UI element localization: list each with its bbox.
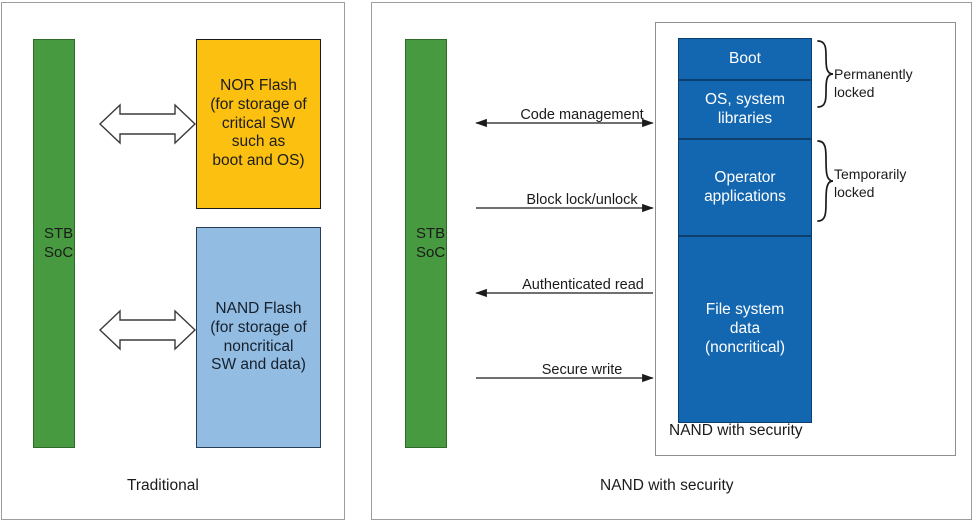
nand-line2: (for storage of bbox=[210, 318, 307, 336]
nor-line2: (for storage of bbox=[210, 95, 307, 113]
flow-label-code-management: Code management bbox=[520, 107, 644, 123]
secure-caption: NAND with security bbox=[600, 477, 734, 494]
brace-temporary-line1: Temporarily bbox=[834, 166, 907, 182]
panel-nand-with-security: STB SoC NAND with security Boot OS, syst… bbox=[371, 2, 972, 520]
flow-label-authenticated-read: Authenticated read bbox=[522, 277, 644, 293]
nand-flash-block: NAND Flash (for storage of noncritical S… bbox=[196, 227, 321, 448]
nor-line5: boot and OS) bbox=[212, 152, 305, 170]
secure-soc-line1: STB bbox=[416, 225, 446, 243]
brace-temporary-line2: locked bbox=[834, 184, 875, 201]
secure-soc-line2: SoC bbox=[416, 243, 446, 261]
brace-permanent-line2: locked bbox=[834, 84, 875, 101]
brace-label-temporarily-locked: Temporarily locked bbox=[834, 165, 906, 201]
secure-stb-soc-block: STB SoC bbox=[405, 39, 447, 448]
nand-device-label: NAND with security bbox=[669, 422, 803, 439]
segment-operator-label-line2: applications bbox=[704, 187, 786, 205]
traditional-soc-line1: STB bbox=[44, 225, 74, 243]
flow-label-secure-write: Secure write bbox=[541, 362, 623, 378]
segment-os-system-libraries: OS, system libraries bbox=[678, 80, 812, 139]
flow-label-block-lock-unlock: Block lock/unlock bbox=[526, 192, 638, 208]
segment-fs-label-line3: (noncritical) bbox=[704, 338, 786, 356]
segment-fs-label-line2: data bbox=[729, 320, 761, 338]
nand-line1: NAND Flash bbox=[215, 299, 302, 317]
traditional-caption: Traditional bbox=[127, 477, 199, 494]
segment-operator-label-line1: Operator bbox=[714, 168, 776, 186]
nor-line1: NOR Flash bbox=[220, 76, 297, 94]
nor-line4: such as bbox=[231, 133, 286, 151]
segment-os-label-line2: libraries bbox=[717, 109, 773, 127]
segment-boot: Boot bbox=[678, 38, 812, 80]
brace-label-permanently-locked: Permanently locked bbox=[834, 65, 913, 101]
nor-flash-block: NOR Flash (for storage of critical SW su… bbox=[196, 39, 321, 209]
nand-line3: noncritical bbox=[223, 337, 294, 355]
traditional-soc-line2: SoC bbox=[44, 243, 74, 261]
traditional-stb-soc-block: STB SoC bbox=[33, 39, 75, 448]
segment-os-label-line1: OS, system bbox=[704, 90, 786, 108]
nand-line4: SW and data) bbox=[211, 356, 306, 374]
segment-boot-label: Boot bbox=[729, 49, 761, 67]
segment-file-system-data: File system data (noncritical) bbox=[678, 236, 812, 423]
nor-line3: critical SW bbox=[221, 114, 296, 132]
segment-operator-applications: Operator applications bbox=[678, 139, 812, 236]
panel-traditional: STB SoC NOR Flash (for storage of critic… bbox=[1, 2, 345, 520]
segment-fs-label-line1: File system bbox=[705, 301, 785, 319]
brace-permanent-line1: Permanently bbox=[834, 66, 913, 82]
